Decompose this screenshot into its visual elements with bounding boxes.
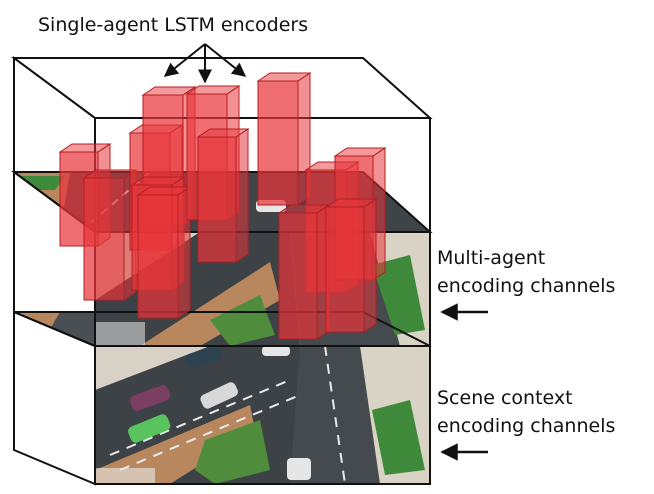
lstm-encoder-bar [82, 169, 138, 301]
lstm-encoder-bar [256, 72, 312, 206]
fan-arrow-left-icon [163, 43, 206, 77]
fan-arrow-right-icon [204, 43, 247, 77]
lstm-encoder-bar [136, 186, 192, 319]
multi-agent-label-line2: encoding channels [437, 275, 616, 297]
multi-agent-label-line1: Multi-agent [437, 247, 546, 269]
scene-context-label-line2: encoding channels [437, 415, 616, 437]
scene-context-front-face [95, 346, 430, 484]
lstm-encoder-bars [58, 72, 387, 340]
lstm-encoder-bar [324, 198, 378, 333]
single-agent-lstm-encoders-label: Single-agent LSTM encoders [38, 14, 309, 36]
fan-arrows [163, 43, 247, 84]
lstm-encoder-bar [277, 204, 331, 340]
scene-context-label-line1: Scene context [437, 387, 573, 409]
lstm-encoder-bar [196, 128, 250, 263]
